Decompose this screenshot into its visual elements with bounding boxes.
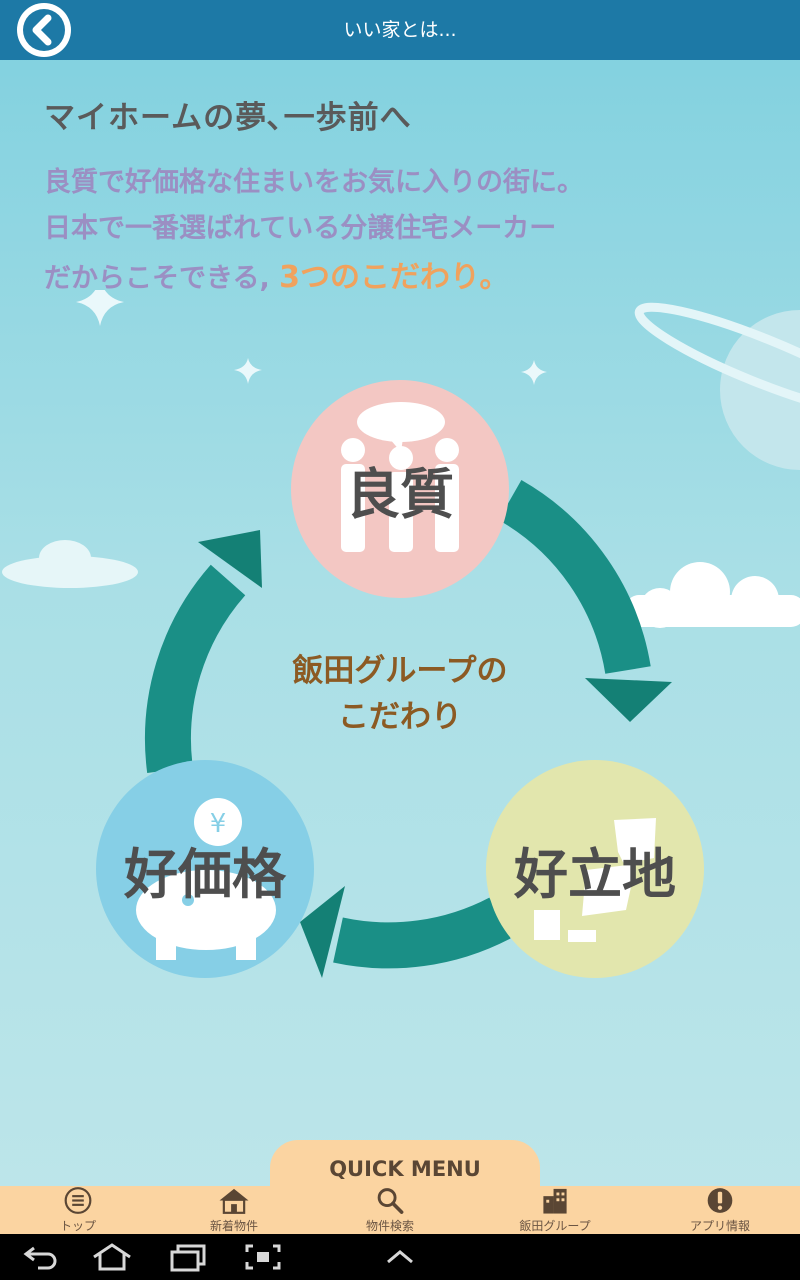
quick-menu-bar: トップ 新着物件 物件検索 飯田グループ xyxy=(0,1186,800,1234)
people-icon xyxy=(341,402,459,552)
back-arrow-icon[interactable] xyxy=(14,0,74,60)
cloud-icon xyxy=(2,540,138,588)
sparkle-icon xyxy=(234,358,262,384)
recent-apps-icon xyxy=(170,1244,206,1272)
app-header: いい家とは... xyxy=(0,0,800,60)
quick-menu-new-listings[interactable]: 新着物件 xyxy=(184,1186,284,1234)
quick-menu-label: 新着物件 xyxy=(209,1219,258,1233)
info-icon xyxy=(707,1188,733,1213)
home-icon xyxy=(93,1243,131,1271)
japan-map-icon xyxy=(534,818,656,942)
tagline-line-1: 良質で好価格な住まいをお気に入りの街に。 xyxy=(44,167,584,198)
screenshot-icon xyxy=(245,1244,281,1270)
cloud-icon xyxy=(625,562,800,628)
back-button[interactable] xyxy=(12,0,76,60)
center-line-2: こだわり xyxy=(338,699,462,735)
price-label: 好価格 xyxy=(124,842,286,906)
quick-menu-label: トップ xyxy=(59,1219,96,1233)
yen-icon: ¥ xyxy=(210,809,227,839)
background-illustration xyxy=(2,290,800,978)
location-label: 好立地 xyxy=(514,842,676,906)
tagline-line-3: だからこそできる, 3つのこだわり。 xyxy=(44,252,509,296)
headline: マイホームの夢､一歩前へ xyxy=(44,100,412,136)
center-line-1: 飯田グループの xyxy=(292,653,508,689)
quick-menu-label: 物件検索 xyxy=(365,1219,414,1233)
diagram-center-text: 飯田グループの こだわり xyxy=(250,648,550,740)
cycle-arrow-head xyxy=(198,530,262,588)
tagline-line-2: 日本で一番選ばれている分譲住宅メーカー xyxy=(44,213,557,244)
quality-label: 良質 xyxy=(346,462,454,526)
system-back-button[interactable] xyxy=(10,1240,70,1274)
cycle-arrow-head xyxy=(300,886,345,978)
quick-menu-search[interactable]: 物件検索 xyxy=(340,1186,440,1234)
quick-menu-label: 飯田グループ xyxy=(519,1219,591,1233)
location-circle: 好立地 xyxy=(486,760,704,978)
cycle-arrow-head xyxy=(585,678,672,722)
page-title: いい家とは... xyxy=(343,19,457,41)
sparkle-icon xyxy=(76,290,124,326)
piggy-bank-icon: ¥ xyxy=(136,798,276,960)
building-icon xyxy=(543,1188,567,1214)
system-home-button[interactable] xyxy=(82,1240,142,1274)
menu-icon xyxy=(64,1187,92,1214)
planet-icon xyxy=(720,310,800,470)
quick-menu-tab[interactable]: QUICK MENU xyxy=(270,1140,540,1190)
price-circle: ¥ 好価格 xyxy=(96,760,314,978)
cycle-arrow xyxy=(498,480,651,675)
system-screenshot-button[interactable] xyxy=(233,1240,293,1274)
system-recents-button[interactable] xyxy=(158,1240,218,1274)
system-nav-bar xyxy=(0,1234,800,1280)
tagline-highlight: 3つのこだわり。 xyxy=(279,260,510,295)
quick-menu-top[interactable]: トップ xyxy=(28,1186,128,1234)
back-icon xyxy=(23,1246,57,1270)
system-menu-button[interactable] xyxy=(370,1240,430,1274)
cycle-arrow xyxy=(333,897,511,969)
house-icon xyxy=(219,1188,249,1214)
cycle-arrow xyxy=(145,564,246,773)
sparkle-icon xyxy=(521,360,547,385)
search-icon xyxy=(377,1188,404,1214)
chevron-up-icon xyxy=(387,1250,413,1264)
quality-circle: 良質 xyxy=(291,380,509,598)
planet-ring xyxy=(634,302,800,418)
quick-menu-label: アプリ情報 xyxy=(689,1219,750,1233)
tagline-line-3-text: だからこそできる, xyxy=(44,263,270,294)
quick-menu-app-info[interactable]: アプリ情報 xyxy=(670,1186,770,1234)
quick-menu-group[interactable]: 飯田グループ xyxy=(505,1186,605,1234)
